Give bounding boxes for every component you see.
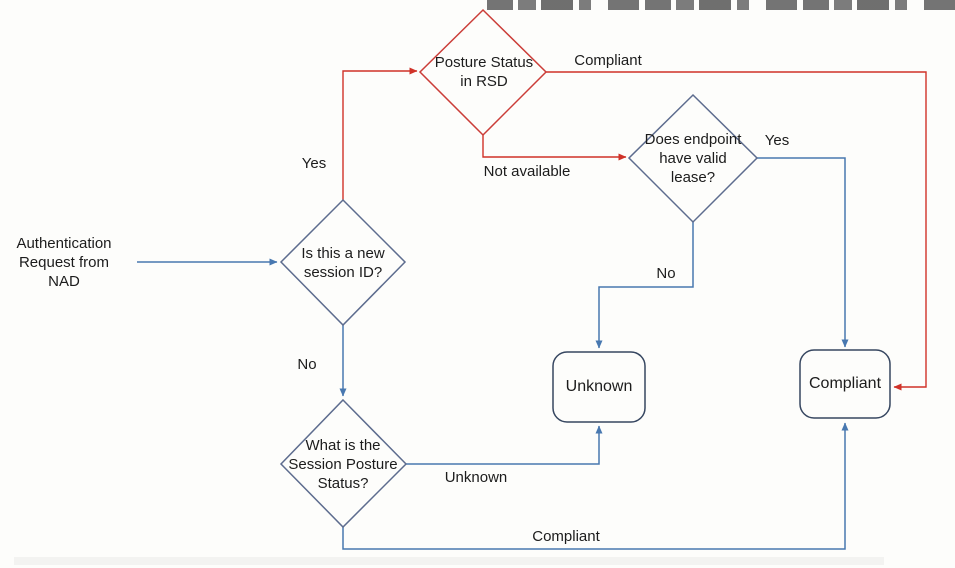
edge-label-not-available: Not available bbox=[483, 163, 571, 180]
connector-unknown-to-unknown-box bbox=[406, 425, 603, 465]
compliant-box-label: Compliant bbox=[808, 375, 882, 392]
session-posture-label: What is the Session Posture Status? bbox=[288, 437, 398, 492]
diamond-session-posture bbox=[279, 398, 408, 529]
diamond-endpoint-lease bbox=[627, 93, 759, 224]
edge-label-compliant-top: Compliant bbox=[574, 52, 642, 69]
edge-label-no-right: No bbox=[656, 265, 676, 282]
faint-bottom-artifact bbox=[14, 557, 884, 565]
endpoint-lease-label: Does endpoint have valid lease? bbox=[644, 131, 742, 186]
start-label: Authentication Request from NAD bbox=[16, 235, 112, 290]
posture-rsd-label: Posture Status in RSD bbox=[434, 54, 534, 90]
connector-compliant-to-compliant-box bbox=[546, 71, 927, 391]
connector-yes-to-posture-rsd bbox=[342, 67, 418, 200]
connector-not-available-to-endpoint-lease bbox=[482, 135, 627, 161]
diamond-new-session bbox=[279, 198, 407, 327]
box-compliant bbox=[799, 349, 891, 419]
new-session-label: Is this a new session ID? bbox=[301, 245, 385, 281]
cropped-text-artifact bbox=[487, 0, 955, 10]
diamond-posture-rsd bbox=[418, 8, 548, 137]
edge-label-unknown: Unknown bbox=[444, 469, 508, 486]
unknown-box-label: Unknown bbox=[565, 378, 633, 395]
edge-label-yes-right: Yes bbox=[764, 132, 790, 149]
edge-label-compliant-bottom: Compliant bbox=[532, 528, 600, 545]
connector-endpoint-no-to-unknown-box bbox=[595, 222, 694, 349]
box-unknown bbox=[552, 351, 646, 423]
edge-label-no-left: No bbox=[297, 356, 317, 373]
connector-endpoint-yes-to-compliant-box bbox=[757, 157, 849, 348]
connector-compliant-bottom-to-compliant-box bbox=[342, 422, 849, 550]
edge-label-yes-left: Yes bbox=[301, 155, 327, 172]
